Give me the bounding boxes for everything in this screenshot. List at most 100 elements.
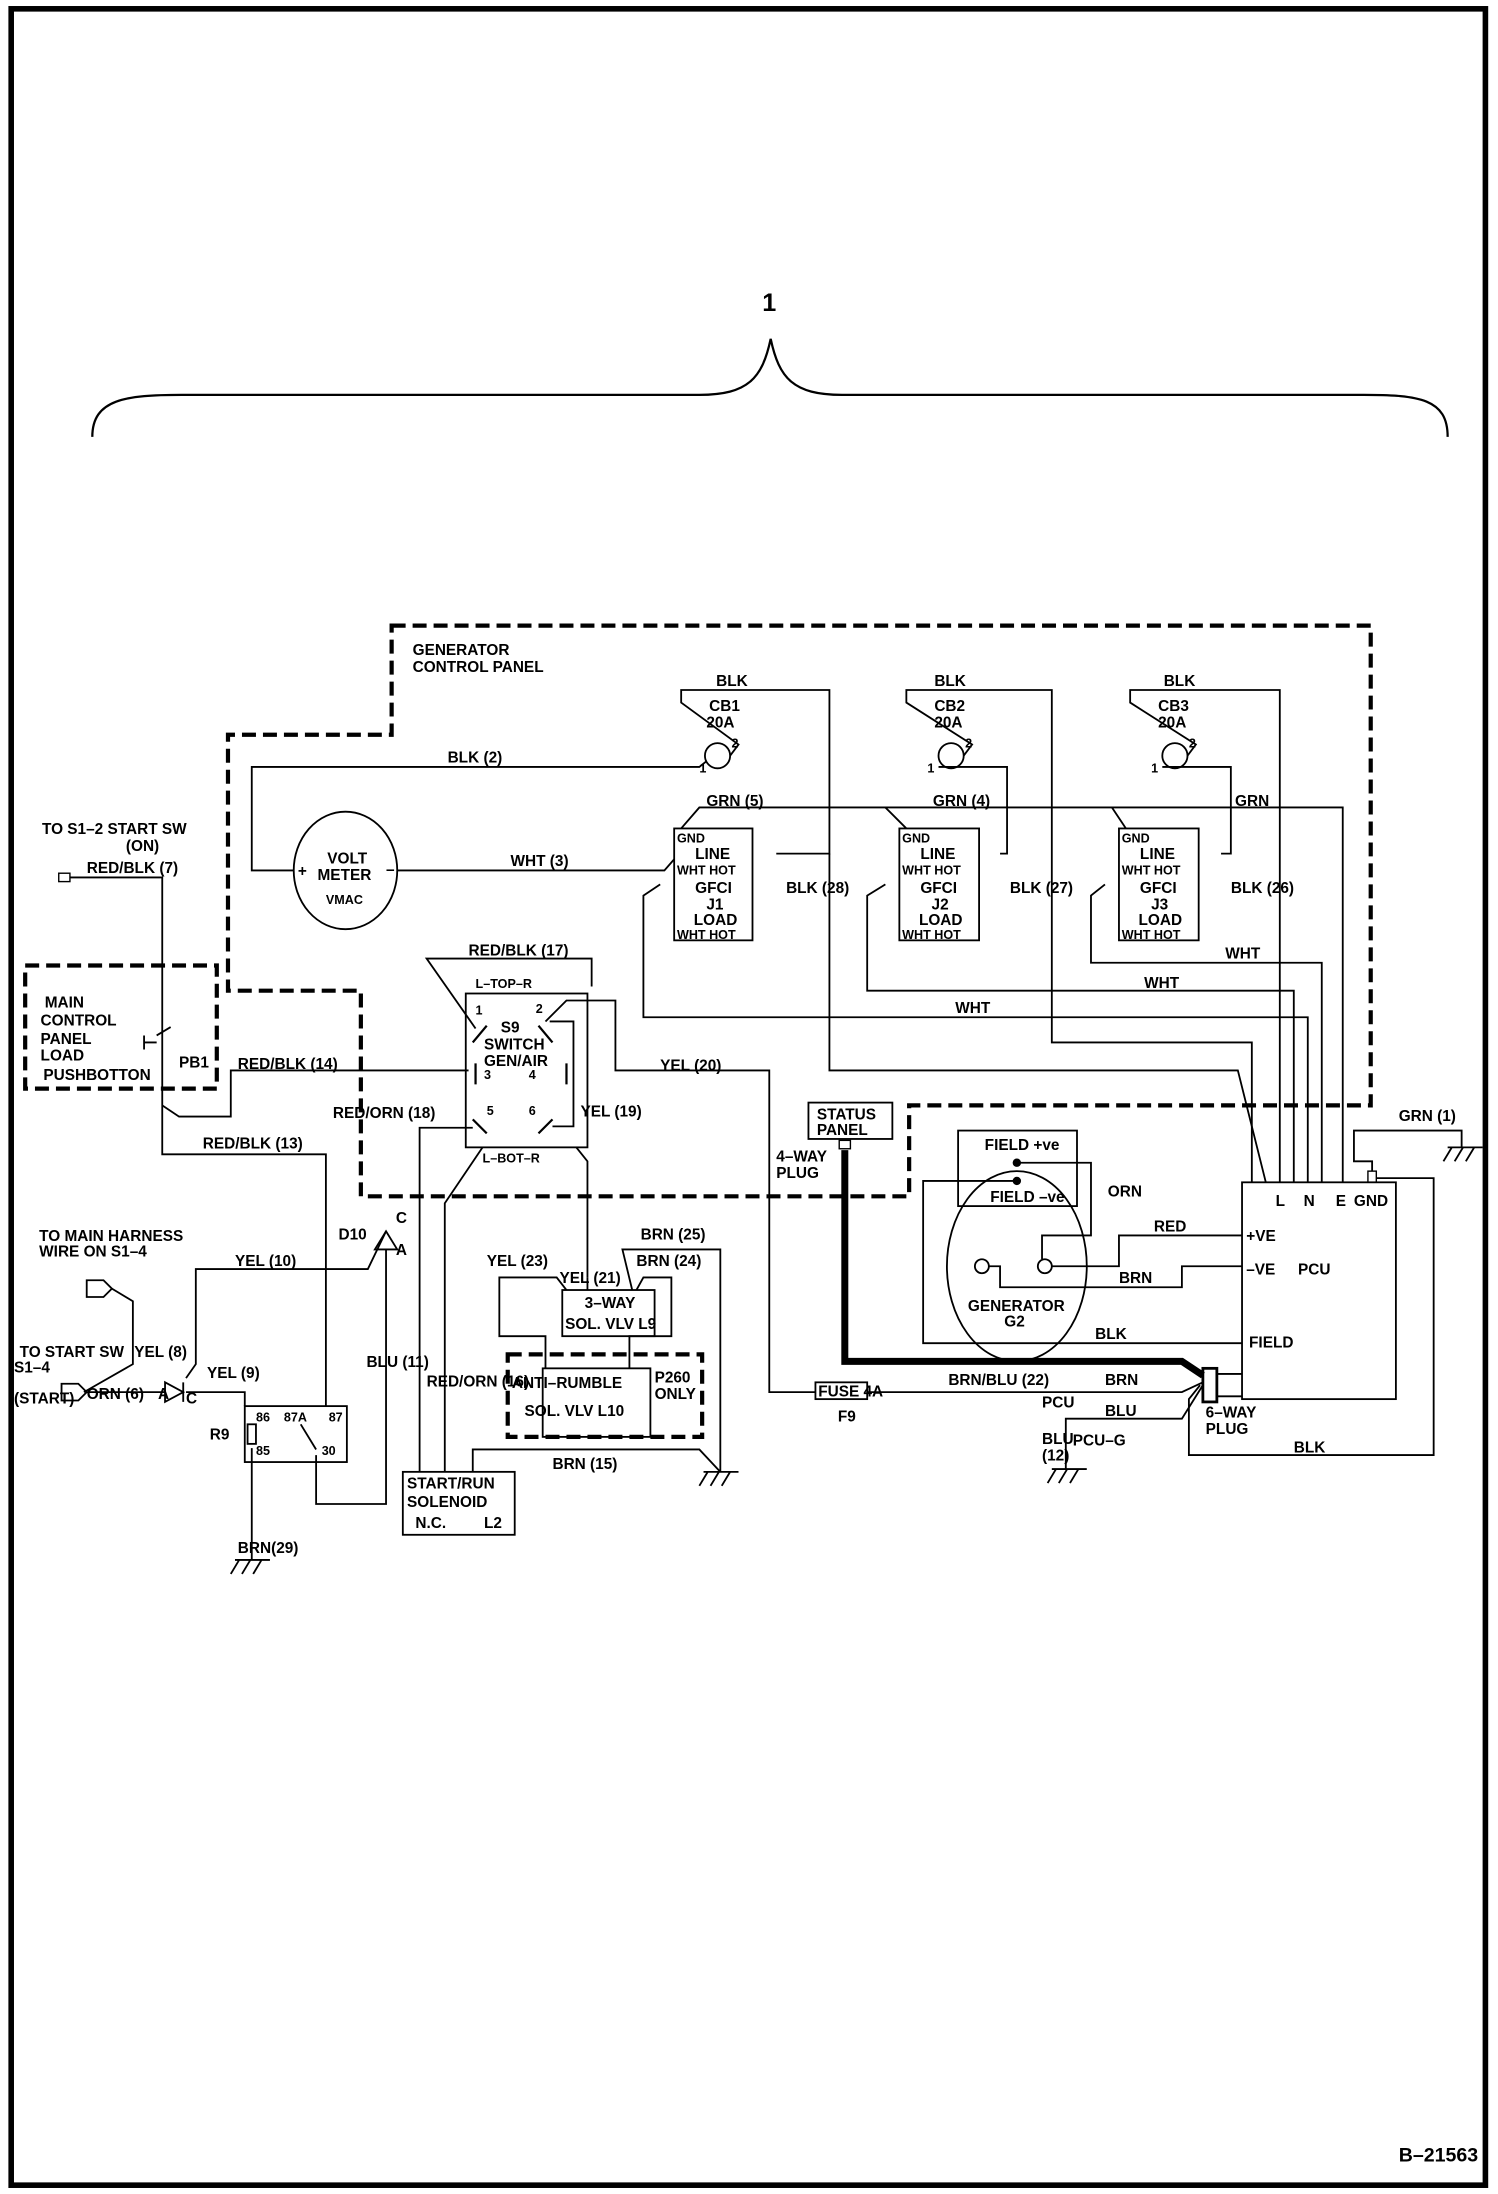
diode-label: D10 (338, 1227, 366, 1244)
relay-pin: 87 (329, 1410, 343, 1424)
relay-pin: 30 (322, 1444, 336, 1458)
main-control-panel-label: PUSHBOTTON (43, 1067, 150, 1084)
wire (1051, 1234, 1243, 1268)
relay-label: R9 (210, 1427, 230, 1444)
volt-meter-label: METER (318, 867, 372, 884)
wire-label: BRN (1105, 1372, 1138, 1389)
start-sw-on-label: (ON) (126, 838, 159, 855)
relay-pin: 86 (256, 1410, 270, 1424)
main-control-panel-boundary (23, 963, 219, 1091)
svg-text:L–TOP–R: L–TOP–R (476, 977, 532, 991)
wire (988, 1265, 1243, 1289)
pcu-terminal-n: N (1304, 1193, 1315, 1210)
start-sw-label: TO START SW (20, 1344, 125, 1361)
gnd-lug-icon (1367, 1170, 1378, 1184)
wire-label: BLK (28) (786, 880, 849, 897)
fuse-label: FUSE 4A (818, 1383, 883, 1400)
svg-text:LOAD: LOAD (919, 912, 963, 929)
svg-text:LOAD: LOAD (1139, 912, 1183, 929)
minus-terminal: – (386, 862, 395, 879)
wire-label: PCU–G (1073, 1432, 1126, 1449)
wire-label: (12) (1042, 1448, 1069, 1465)
main-control-panel-label: CONTROL (41, 1013, 117, 1030)
wire (884, 806, 907, 830)
status-panel-label: PANEL (817, 1122, 868, 1139)
wire-label: GRN (1235, 793, 1269, 810)
svg-text:1: 1 (1151, 762, 1158, 776)
wire-label: WHT (1144, 975, 1180, 992)
wire (1187, 1177, 1435, 1456)
volt-meter-label: VOLT (327, 850, 367, 867)
wire (544, 999, 816, 1394)
pushbutton-pb1-icon (143, 1026, 172, 1050)
valve-l10 (541, 1367, 652, 1438)
solenoid-label: L2 (484, 1515, 502, 1532)
relay-pin: 87A (284, 1410, 307, 1424)
wire-label: BLK (2) (448, 750, 503, 767)
wire-label: BLU (1042, 1431, 1074, 1448)
wire (498, 1248, 722, 1472)
wire-label: BRN (24) (636, 1253, 701, 1270)
connector-icon (60, 1382, 89, 1402)
pcu-terminal-gnd: GND (1354, 1193, 1388, 1210)
wire-label: WHT (955, 1000, 991, 1017)
four-way-plug-icon (838, 1139, 852, 1150)
wire-label: BRN(29) (238, 1540, 299, 1557)
svg-text:WHT HOT: WHT HOT (902, 864, 961, 878)
solenoid-l2 (401, 1470, 516, 1536)
start-sw-label: TO S1–2 START SW (42, 821, 187, 838)
wire (1216, 1373, 1243, 1398)
solenoid-label: SOLENOID (407, 1494, 487, 1511)
svg-text:1: 1 (699, 762, 706, 776)
wire-label: BLK (26) (1231, 880, 1294, 897)
svg-text:4: 4 (529, 1068, 536, 1082)
positive-terminal-icon (1036, 1258, 1053, 1275)
svg-text:GND: GND (902, 831, 930, 845)
fuse-f9 (814, 1381, 869, 1401)
wire (1111, 806, 1127, 829)
plug-label: PLUG (776, 1165, 819, 1182)
field-pos-label: FIELD +ve (985, 1137, 1060, 1154)
svg-text:J3: J3 (1151, 897, 1168, 914)
svg-text:WHT HOT: WHT HOT (1122, 864, 1181, 878)
svg-text:GFCI: GFCI (695, 880, 732, 897)
relay-contact-icon (299, 1423, 317, 1450)
wire-label: GRN (1) (1399, 1108, 1456, 1125)
ground-icon (230, 1559, 270, 1575)
svg-text:5: 5 (487, 1104, 494, 1118)
wire-label: RED/ORN (16) (427, 1374, 530, 1391)
relay-r9 (243, 1405, 348, 1463)
main-control-panel-label: MAIN (45, 994, 84, 1011)
svg-text:LOAD: LOAD (694, 912, 738, 929)
main-control-panel-label: PANEL (41, 1031, 92, 1048)
svg-text:6: 6 (529, 1104, 536, 1118)
wire (397, 858, 675, 872)
svg-text:LINE: LINE (1140, 846, 1175, 863)
svg-text:WHT HOT: WHT HOT (902, 928, 961, 942)
drawing-number: B–21563 (1399, 2144, 1479, 2166)
p260-note: ONLY (655, 1386, 696, 1403)
generator-label: GENERATOR (968, 1298, 1065, 1315)
wire-label: YEL (23) (487, 1253, 548, 1270)
valve-l9-label: 3–WAY (585, 1295, 636, 1312)
ground-icon (698, 1470, 739, 1487)
svg-text:20A: 20A (934, 715, 962, 732)
wire-label: YEL (21) (559, 1270, 620, 1287)
diode-cathode: C (186, 1390, 197, 1407)
wire-label: YEL (19) (580, 1104, 641, 1121)
wire-label: BLU (11) (366, 1354, 428, 1371)
valve-l10-label: SOL. VLV L10 (525, 1403, 625, 1420)
callout-number: 1 (762, 289, 776, 317)
status-panel-label: STATUS (817, 1106, 876, 1123)
diode-icon (164, 1380, 186, 1404)
svg-text:L–BOT–R: L–BOT–R (483, 1152, 540, 1166)
pcu-field: FIELD (1249, 1334, 1293, 1351)
wire (69, 876, 327, 1407)
wire (922, 1180, 1243, 1345)
svg-text:LINE: LINE (920, 846, 955, 863)
wire (418, 1126, 473, 1472)
